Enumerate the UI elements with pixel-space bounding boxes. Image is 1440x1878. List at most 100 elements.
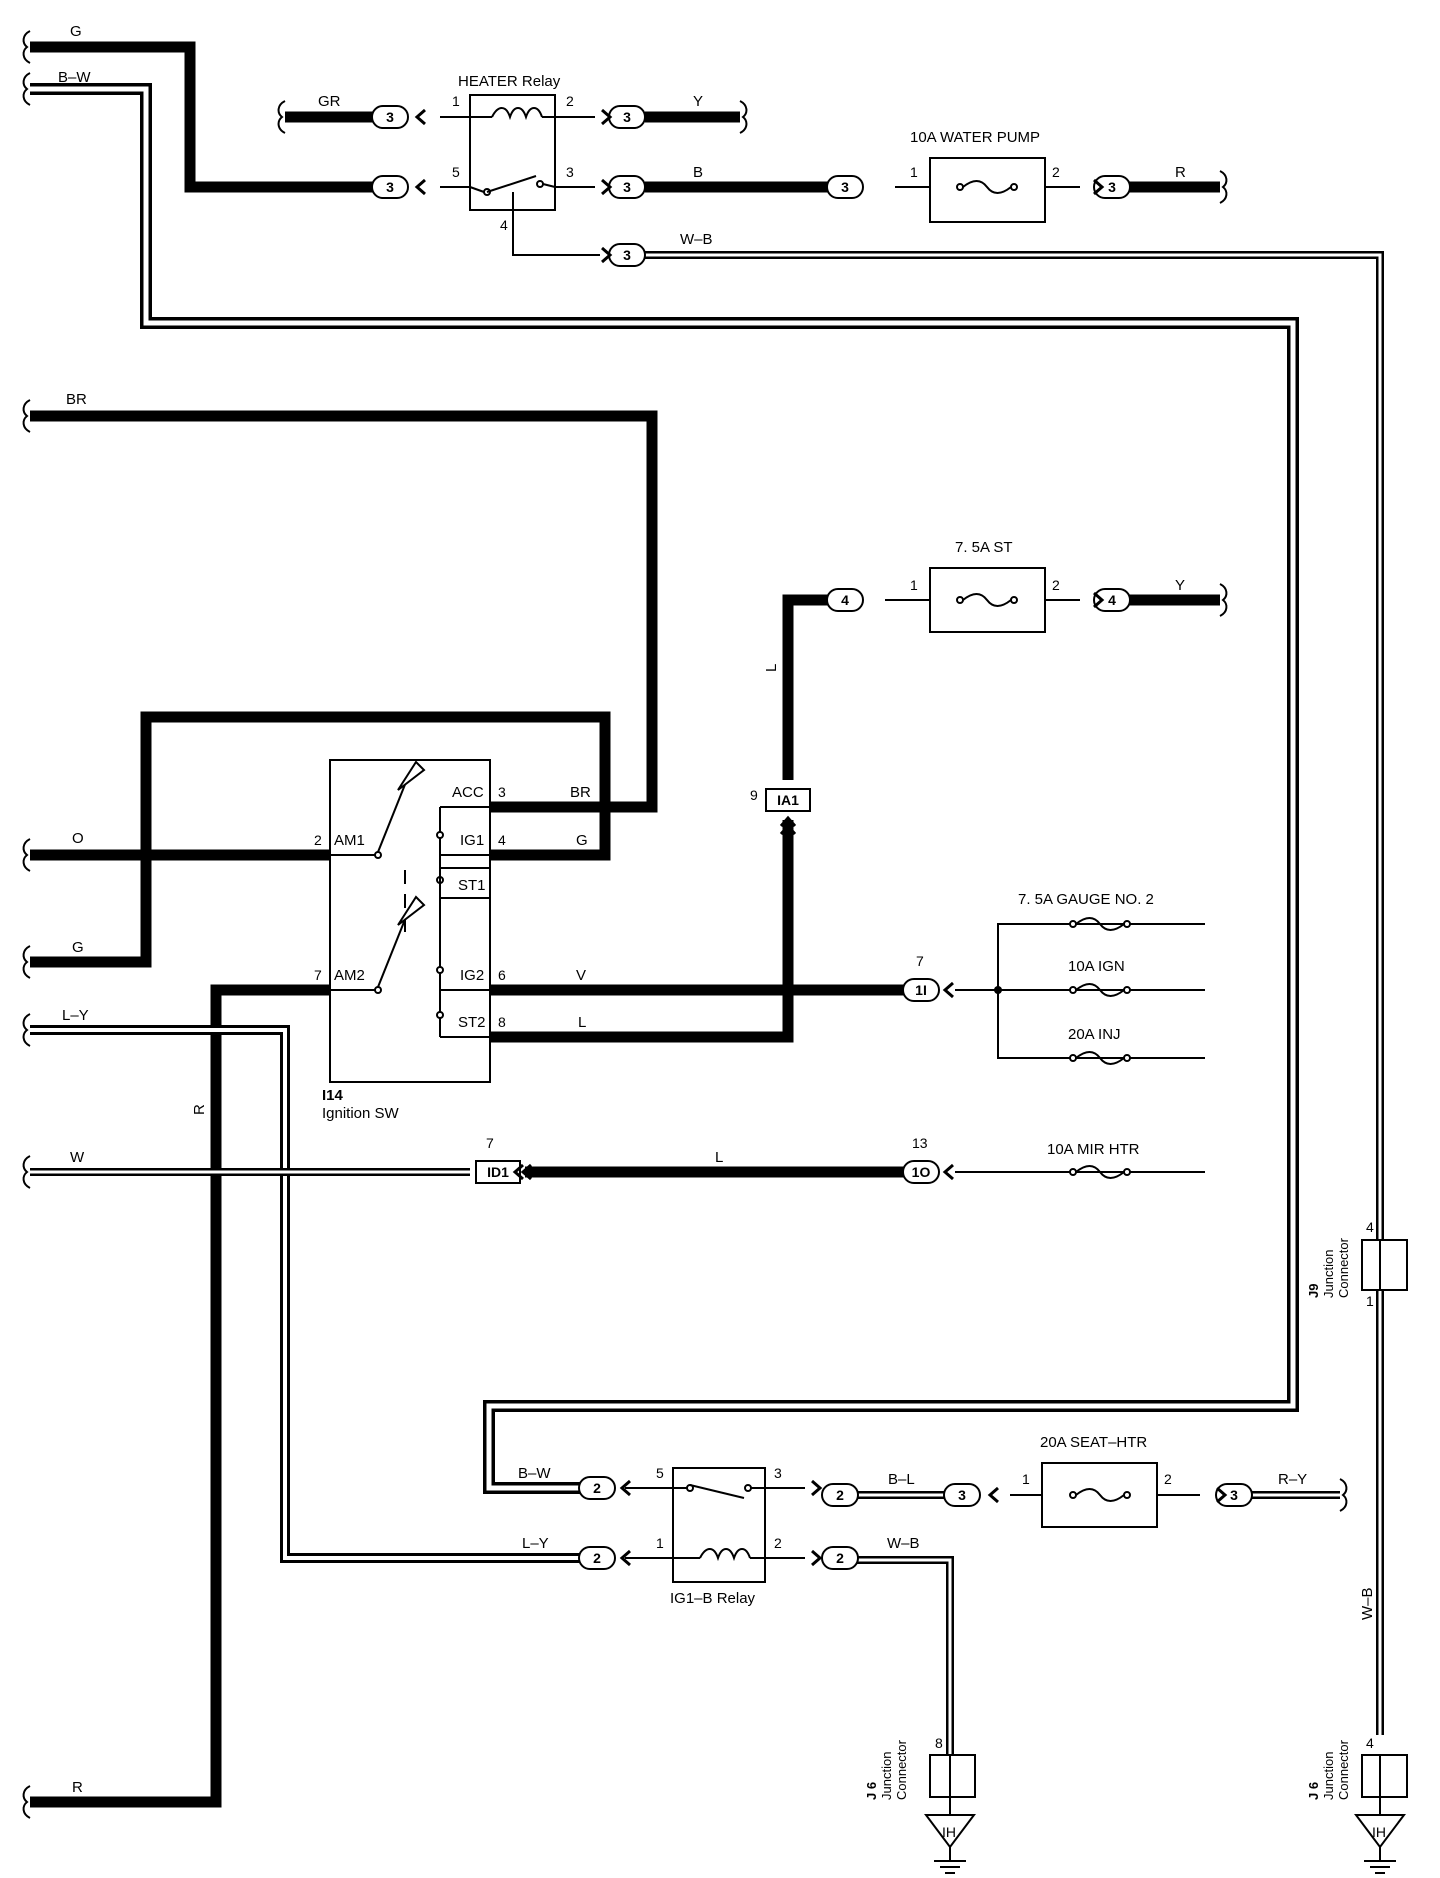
inj-fuse-label: 20A INJ xyxy=(1068,1026,1121,1043)
seat-fuse-label: 20A SEAT–HTR xyxy=(1040,1434,1147,1451)
ignition-switch xyxy=(329,759,491,1083)
connector-4-l-label: 4 xyxy=(841,592,849,608)
ign-sw-name: Ignition SW xyxy=(322,1105,400,1122)
wire-label-w: W xyxy=(70,1149,85,1166)
pin-j6a-8: 8 xyxy=(935,1735,943,1751)
pin-id1-7: 7 xyxy=(486,1135,494,1151)
connector-1i-label: 1I xyxy=(915,982,927,998)
connector-2-bl-label: 2 xyxy=(836,1487,844,1503)
connector-3-g-label: 3 xyxy=(386,179,394,195)
connector-3-wb: 3 xyxy=(608,243,646,267)
j6-code-2: J 6 xyxy=(1306,1782,1321,1800)
wire-label-l-vert: L xyxy=(763,664,780,672)
water-pump-fuse xyxy=(929,157,1046,223)
pin-j6b-4: 4 xyxy=(1366,1735,1374,1751)
term-am2: AM2 xyxy=(334,967,365,984)
wire-label-gr: GR xyxy=(318,93,341,110)
connector-1o-label: 1O xyxy=(912,1164,931,1180)
wire-wb-relay-inner xyxy=(855,1558,952,1755)
wire-br xyxy=(30,410,658,813)
connector-2-bl: 2 xyxy=(821,1483,859,1507)
wire-label-y-st: Y xyxy=(1175,577,1185,594)
wire-inj-bus xyxy=(997,990,1205,1059)
j6-line1-2: Junction xyxy=(1321,1752,1336,1800)
connector-2-wb-label: 2 xyxy=(836,1550,844,1566)
connector-3-wb-label: 3 xyxy=(623,247,631,263)
wire-label-b: B xyxy=(693,164,703,181)
j6-line2-1: Connector xyxy=(894,1739,909,1800)
pin-seat-1: 1 xyxy=(1022,1471,1030,1487)
wire-label-wb-vert: W–B xyxy=(1359,1587,1376,1620)
wires xyxy=(30,41,1384,1815)
term-st2: ST2 xyxy=(458,1014,486,1031)
j9-line2: Connector xyxy=(1336,1237,1351,1298)
ground-label-2: IH xyxy=(1372,1824,1386,1840)
connector-3-bl: 3 xyxy=(943,1483,981,1507)
connector-id1-label: ID1 xyxy=(487,1164,509,1180)
connector-ia1: IA1 xyxy=(765,788,811,812)
wire-l-st xyxy=(782,594,835,780)
pin-sw-6: 6 xyxy=(498,967,506,983)
pin-hr-3: 3 xyxy=(566,164,574,180)
wire-label-y-heater: Y xyxy=(693,93,703,110)
pin-j9-4: 4 xyxy=(1366,1219,1374,1235)
wire-wb-heater-inner xyxy=(645,253,1382,1240)
connector-2-wb: 2 xyxy=(821,1546,859,1570)
pin-ig-3: 3 xyxy=(774,1465,782,1481)
wire-label-l-mir: L xyxy=(715,1149,723,1166)
pin-ig-1: 1 xyxy=(656,1535,664,1551)
pin-hr-4: 4 xyxy=(500,217,508,233)
arrows xyxy=(415,108,1227,1567)
connector-3-y-label: 3 xyxy=(623,109,631,125)
connector-3-b: 3 xyxy=(608,175,646,199)
term-acc: ACC xyxy=(452,784,484,801)
labels: G B–W GR Y B R W–B BR BR G Y L O G V L L… xyxy=(58,23,1386,1840)
pin-sw-3: 3 xyxy=(498,784,506,800)
connector-id1: ID1 xyxy=(475,1160,521,1184)
connector-3-r: 3 xyxy=(1093,175,1131,199)
wire-label-ry: R–Y xyxy=(1278,1471,1307,1488)
wire-g-loop xyxy=(30,711,611,968)
j6-line1-1: Junction xyxy=(879,1752,894,1800)
wire-label-bw-relay: B–W xyxy=(518,1465,551,1482)
connector-3-b-pump: 3 xyxy=(826,175,864,199)
wire-label-ly-relay: L–Y xyxy=(522,1535,549,1552)
pin-ig-5: 5 xyxy=(656,1465,664,1481)
pin-seat-2: 2 xyxy=(1164,1471,1172,1487)
ground-label-1: IH xyxy=(942,1824,956,1840)
wire-l-ia1 xyxy=(490,820,794,1043)
wire-r-vert xyxy=(30,984,330,1808)
ig1b-relay-label: IG1–B Relay xyxy=(670,1590,756,1607)
wire-wb-heater-outer xyxy=(645,251,1384,1240)
j6-line2-2: Connector xyxy=(1336,1739,1351,1800)
wire-label-g-sw: G xyxy=(576,832,588,849)
term-am1: AM1 xyxy=(334,832,365,849)
pin-sw-8: 8 xyxy=(498,1014,506,1030)
connector-3-y: 3 xyxy=(608,105,646,129)
pin-sw-4: 4 xyxy=(498,832,506,848)
pin-ig-2: 2 xyxy=(774,1535,782,1551)
wire-label-br-sw: BR xyxy=(570,784,591,801)
pin-hr-1: 1 xyxy=(452,93,460,109)
j6-junction-1 xyxy=(929,1754,976,1798)
wire-ly-outer xyxy=(30,1025,580,1563)
connector-2-ly-label: 2 xyxy=(593,1550,601,1566)
wire-gauge-bus xyxy=(955,923,1205,991)
wire-g-top xyxy=(30,41,381,193)
mir-fuse-label: 10A MIR HTR xyxy=(1047,1141,1140,1158)
pin-j9-1: 1 xyxy=(1366,1293,1374,1309)
j9-line1: Junction xyxy=(1321,1250,1336,1298)
connector-2-bw-label: 2 xyxy=(593,1480,601,1496)
term-st1: ST1 xyxy=(458,877,486,894)
connector-ia1-label: IA1 xyxy=(777,792,799,808)
connector-3-gr-label: 3 xyxy=(386,109,394,125)
st-fuse xyxy=(929,567,1046,633)
wire-label-r-bottom: R xyxy=(72,1779,83,1796)
pin-wp-2: 2 xyxy=(1052,164,1060,180)
wire-label-bl: B–L xyxy=(888,1471,915,1488)
st-fuse-label: 7. 5A ST xyxy=(955,539,1013,556)
wire-bw-inner xyxy=(30,86,1296,1491)
heater-relay xyxy=(469,94,556,211)
connector-3-gr: 3 xyxy=(371,105,409,129)
